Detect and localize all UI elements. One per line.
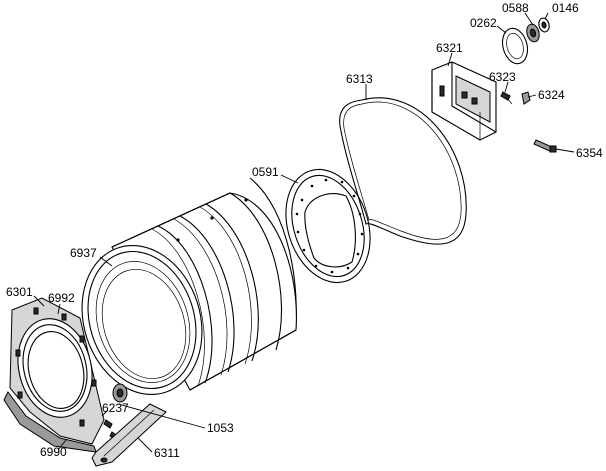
drum-part-6937 <box>81 177 297 396</box>
clip-part-6324 <box>521 91 531 105</box>
bracket-part-6311 <box>91 403 167 467</box>
rear-seal-part-0591 <box>285 168 371 284</box>
label-6237: 6237 <box>102 401 129 415</box>
label-1053: 1053 <box>207 421 234 435</box>
label-6321: 6321 <box>436 41 463 55</box>
label-6324: 6324 <box>538 88 565 102</box>
label-6323: 6323 <box>489 70 516 84</box>
front-bulkhead-part-6301 <box>3 297 105 453</box>
label-6937: 6937 <box>70 246 97 260</box>
label-6990: 6990 <box>40 445 67 459</box>
rear-bracket-part-6321 <box>431 61 497 141</box>
label-6992: 6992 <box>48 291 75 305</box>
bolt-part-6354 <box>533 139 557 153</box>
label-0588: 0588 <box>502 1 529 15</box>
label-6354: 6354 <box>576 146 603 160</box>
label-0262: 0262 <box>470 16 497 30</box>
bearing-part-0588 <box>526 23 540 43</box>
roller-part-1053 <box>112 383 128 403</box>
label-0146: 0146 <box>552 1 579 15</box>
label-6301: 6301 <box>6 285 33 299</box>
part-labels: 0588 0146 0262 6321 6323 6313 6324 6354 … <box>6 1 603 460</box>
belt-part-6313 <box>339 97 467 245</box>
leader-lines <box>33 12 575 453</box>
ring-part-0146 <box>538 17 550 33</box>
plate-part-0262 <box>501 27 529 65</box>
screw-part-6323 <box>500 91 513 105</box>
label-6311: 6311 <box>154 446 180 460</box>
label-6313: 6313 <box>346 72 373 86</box>
label-0591: 0591 <box>252 165 279 179</box>
